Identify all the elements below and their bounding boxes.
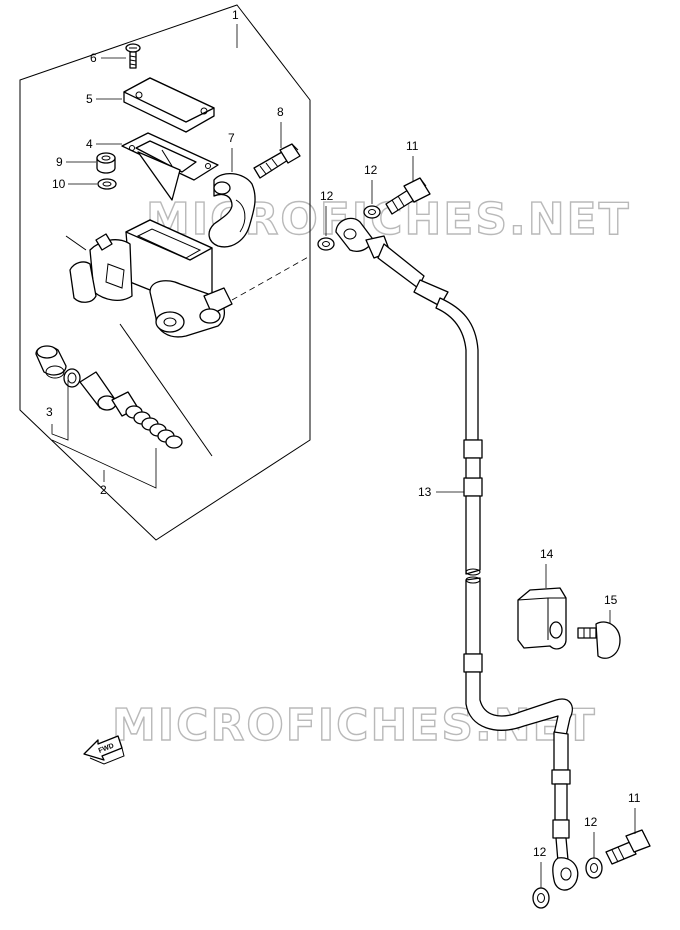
guide-line-bolt (231, 255, 311, 301)
svg-text:3: 3 (46, 405, 53, 419)
part-10-washer (97, 178, 117, 190)
callout-12-b: 12 (364, 163, 378, 204)
part-11-union-bolt-bottom (605, 829, 651, 865)
assembly-box (19, 4, 311, 541)
svg-text:5: 5 (86, 92, 93, 106)
callout-7: 7 (228, 131, 235, 172)
svg-text:12: 12 (320, 189, 334, 203)
part-2-piston-spring (79, 371, 183, 449)
part-12-washer-d (585, 857, 603, 879)
svg-text:1: 1 (232, 8, 239, 22)
callout-4: 4 (86, 137, 122, 151)
svg-text:4: 4 (86, 137, 93, 151)
callout-6: 6 (90, 51, 126, 65)
part-12-washer-c (532, 887, 550, 909)
callout-15: 15 (604, 593, 618, 624)
part-8-bolt (253, 143, 301, 179)
part-9-bushing (96, 152, 116, 174)
callout-12-a: 12 (320, 189, 334, 236)
part-12-washer-a (317, 237, 335, 251)
svg-text:12: 12 (584, 815, 598, 829)
svg-text:12: 12 (364, 163, 378, 177)
part-4-diaphragm-plate (121, 132, 219, 201)
part-5-reservoir-cap (123, 77, 215, 133)
master-cylinder-body (69, 219, 233, 338)
callout-12-d: 12 (584, 815, 598, 858)
svg-text:6: 6 (90, 51, 97, 65)
fwd-arrow-icon: FWD (83, 735, 125, 765)
callout-13: 13 (418, 485, 464, 499)
guide-line-lever-a (65, 235, 87, 251)
svg-text:8: 8 (277, 105, 284, 119)
callout-2: 2 (51, 439, 157, 497)
part-15-screw (577, 621, 621, 659)
callout-11-top: 11 (406, 139, 419, 182)
part-13-brake-hose (335, 217, 579, 891)
callout-1: 1 (232, 8, 239, 48)
svg-text:2: 2 (100, 483, 107, 497)
part-7-holder (208, 173, 256, 248)
callout-10: 10 (52, 177, 97, 191)
svg-text:15: 15 (604, 593, 618, 607)
svg-text:7: 7 (228, 131, 235, 145)
svg-text:13: 13 (418, 485, 432, 499)
callout-12-c: 12 (533, 845, 547, 888)
callout-8: 8 (277, 105, 284, 148)
callout-11-bottom: 11 (628, 791, 641, 834)
callout-9: 9 (56, 155, 96, 169)
part-3-boot (35, 345, 67, 379)
part-12-washer-b (363, 205, 381, 219)
svg-text:14: 14 (540, 547, 554, 561)
callout-5: 5 (86, 92, 122, 106)
svg-text:11: 11 (406, 139, 419, 153)
svg-text:12: 12 (533, 845, 547, 859)
part-11-union-bolt-top (385, 177, 431, 215)
guide-line-lever-b (119, 323, 213, 457)
part-snap-ring (63, 368, 81, 388)
svg-text:10: 10 (52, 177, 66, 191)
svg-text:11: 11 (628, 791, 641, 805)
part-6-screw (125, 43, 141, 69)
callout-14: 14 (540, 547, 554, 588)
svg-text:9: 9 (56, 155, 63, 169)
callout-3: 3 (46, 380, 69, 441)
part-14-clamp (517, 587, 567, 650)
